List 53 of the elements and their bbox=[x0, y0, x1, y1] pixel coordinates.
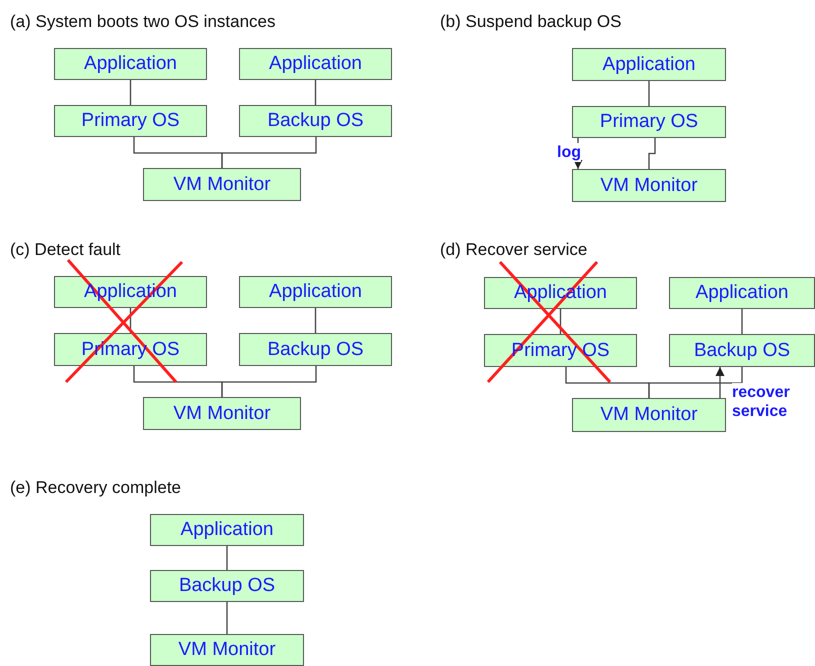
box-text: Backup OS bbox=[178, 575, 276, 597]
connector-line bbox=[648, 138, 656, 169]
connector-line bbox=[741, 309, 743, 334]
process-box bbox=[572, 169, 726, 202]
process-box bbox=[239, 105, 392, 137]
connector-line bbox=[560, 309, 562, 334]
panel-title: (c) Detect fault bbox=[10, 240, 121, 260]
connector-line bbox=[314, 80, 316, 105]
box-text: Backup OS bbox=[694, 340, 790, 362]
box-text: Backup OS bbox=[267, 110, 364, 132]
process-box bbox=[669, 334, 815, 367]
panel-title: (b) Suspend backup OS bbox=[440, 12, 622, 32]
box-text: VM Monitor bbox=[173, 402, 271, 424]
connector-line bbox=[648, 81, 650, 106]
process-box bbox=[572, 48, 726, 81]
panel-title: (e) Recovery complete bbox=[10, 478, 182, 498]
process-box bbox=[239, 276, 392, 308]
arrow bbox=[715, 367, 725, 398]
box-text: Application bbox=[84, 53, 177, 75]
connector-line bbox=[648, 367, 743, 398]
box-text: Primary OS bbox=[81, 110, 180, 132]
process-box bbox=[54, 105, 207, 137]
process-box bbox=[572, 398, 726, 432]
process-box bbox=[143, 397, 301, 430]
box-text: VM Monitor bbox=[178, 639, 276, 661]
connector-line bbox=[130, 80, 132, 105]
panel-title: (a) System boots two OS instances bbox=[10, 12, 276, 32]
process-box bbox=[54, 48, 207, 80]
process-box bbox=[239, 333, 392, 366]
box-text: Application bbox=[269, 281, 362, 303]
box-text: Application bbox=[696, 282, 788, 304]
box-text: Backup OS bbox=[267, 338, 364, 360]
process-box bbox=[150, 570, 304, 602]
panel-title: (d) Recover service bbox=[440, 240, 588, 260]
box-text: VM Monitor bbox=[173, 174, 271, 196]
edge-label: log bbox=[557, 143, 581, 162]
box-text: Primary OS bbox=[600, 111, 698, 133]
process-box bbox=[143, 168, 301, 201]
process-box bbox=[150, 514, 304, 546]
connector-line bbox=[226, 546, 228, 570]
box-text: VM Monitor bbox=[600, 174, 698, 196]
box-text: Application bbox=[602, 54, 696, 76]
box-text: VM Monitor bbox=[600, 404, 698, 426]
box-text: Application bbox=[180, 519, 274, 541]
process-box bbox=[150, 634, 304, 666]
connector-line bbox=[314, 308, 316, 333]
process-box bbox=[239, 48, 392, 80]
connector-line bbox=[226, 602, 228, 634]
connector-line bbox=[221, 366, 317, 397]
box-text: Application bbox=[269, 53, 362, 75]
process-box bbox=[669, 277, 815, 309]
process-box bbox=[572, 106, 726, 138]
connector-line bbox=[221, 137, 317, 168]
